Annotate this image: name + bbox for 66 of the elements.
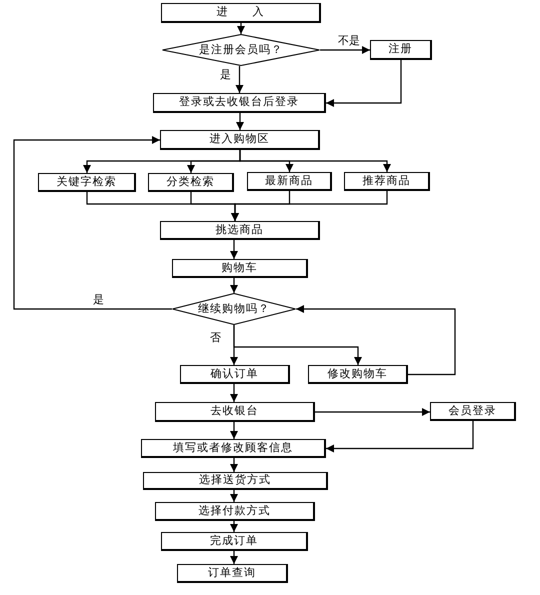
step-text: 确认订单: [210, 368, 258, 380]
process-box: [180, 365, 290, 384]
arrow: [230, 551, 238, 564]
arrow: [230, 240, 238, 259]
decision-diamond: [172, 293, 296, 325]
arrow: [233, 325, 362, 365]
step-text: 推荐商品: [362, 174, 410, 188]
step-text: 完成订单: [210, 534, 258, 548]
process-box: [161, 532, 308, 551]
arrow: [236, 66, 244, 93]
step-text: 最新商品: [265, 174, 313, 188]
arrow: [230, 384, 238, 402]
arrow: [230, 278, 238, 293]
arrow: [236, 113, 244, 130]
process-box: [141, 439, 326, 458]
step-text: 选择送货方式: [199, 474, 271, 487]
process-box: [161, 3, 321, 23]
step-text: 挑选商品: [216, 224, 264, 236]
step-text: 填写或者修改顾客信息: [173, 442, 293, 454]
arrow: [239, 150, 391, 172]
step-text: 登录或去收银台后登录: [179, 96, 299, 109]
process-box: [247, 172, 332, 191]
step-text: 购物车: [222, 262, 258, 274]
process-box: [155, 502, 315, 521]
process-box: [177, 564, 288, 583]
step-text: 关键字检索: [56, 176, 116, 188]
process-box: [172, 259, 308, 278]
arrow: [230, 422, 238, 439]
process-box: [370, 40, 432, 60]
arrow: [237, 23, 245, 34]
arrow: [230, 521, 238, 532]
process-box: [308, 365, 408, 384]
arrow: [326, 60, 402, 107]
arrow: [13, 136, 172, 310]
process-box: [38, 173, 136, 192]
step-text: 去收银台: [210, 405, 258, 418]
process-box: [155, 402, 315, 422]
step-text: 是注册会员吗？: [199, 44, 283, 56]
arrow: [230, 458, 238, 472]
process-box: [344, 172, 430, 191]
edge-label: 否: [209, 332, 222, 345]
edge-label: 是: [92, 294, 105, 307]
step-text: 订单查询: [208, 566, 256, 580]
step-text: 会员登录: [448, 404, 496, 418]
edge-label: 是: [219, 69, 232, 82]
edge-label: 不是: [337, 35, 361, 48]
step-text: 继续购物吗？: [198, 302, 270, 316]
process-box: [143, 472, 328, 490]
step-text: 选择付款方式: [198, 504, 270, 518]
arrow: [231, 191, 388, 221]
process-box: [430, 402, 516, 421]
step-text: 修改购物车: [328, 368, 388, 380]
arrow: [296, 305, 456, 376]
decision-diamond: [162, 34, 320, 66]
arrow: [320, 46, 370, 54]
arrow: [326, 421, 474, 452]
process-box: [148, 173, 234, 192]
step-text: 分类检索: [166, 176, 214, 188]
arrow: [315, 408, 430, 416]
step-text: 注册: [388, 43, 412, 56]
process-box: [160, 221, 320, 240]
step-text: 进入购物区: [210, 133, 270, 146]
step-text: 进 入: [216, 6, 264, 19]
process-box: [153, 93, 326, 113]
arrow: [230, 490, 238, 502]
process-box: [160, 130, 320, 150]
